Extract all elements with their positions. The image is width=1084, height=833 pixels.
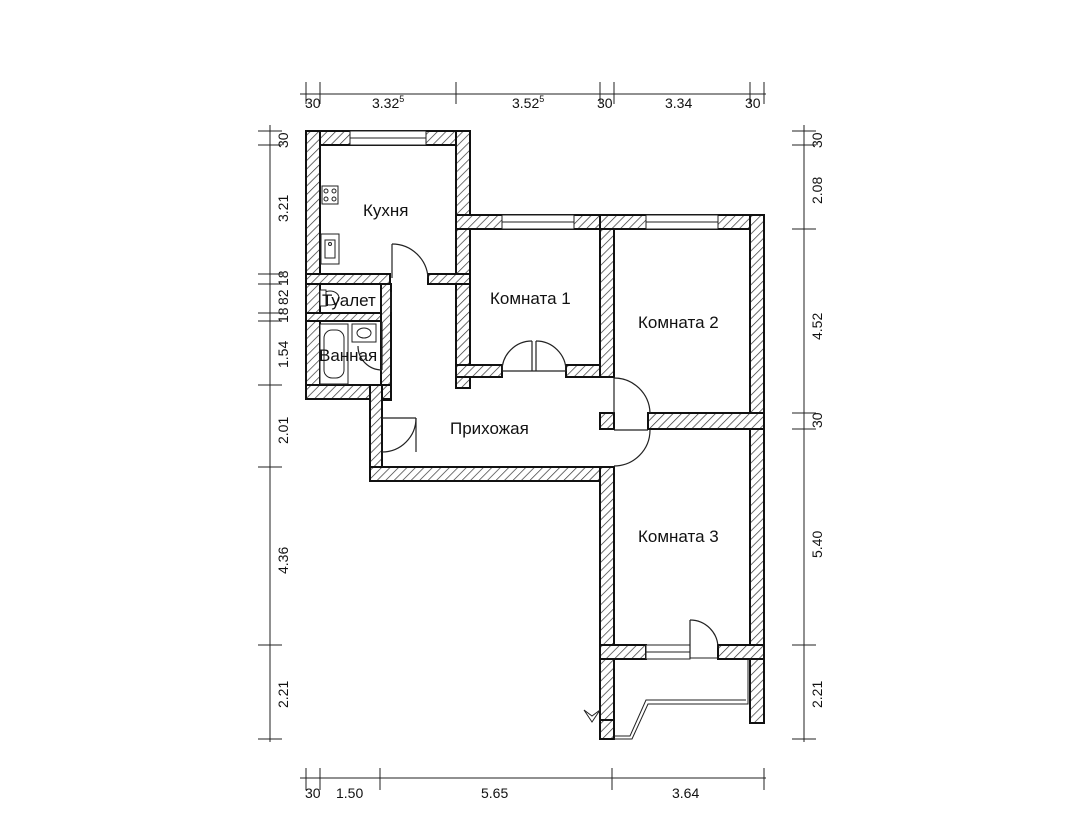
wall-room2-room3-divider-b [647,412,765,430]
dimensions-left: 30 3.21 18 82 18 1.54 2.01 4.36 2.21 [258,125,291,742]
svg-text:3.525: 3.525 [512,94,544,111]
dim-bottom-4: 3.64 [672,785,699,801]
dim-left-2: 3.21 [275,195,291,222]
dim-left-7: 2.01 [275,417,291,444]
balcony [583,660,749,740]
dim-left-5: 18 [275,307,291,323]
dim-top-2: 3.32 [372,95,399,111]
dim-bottom-1: 30 [305,785,321,801]
dim-left-9: 2.21 [275,681,291,708]
dim-top-6: 30 [745,95,761,111]
wall-room1-bottom-left [455,364,503,378]
wall-room3-left [599,466,615,740]
room-labels: Кухня Туалет Ванная Комната 1 Комната 2 … [319,201,719,546]
room-label-room3: Комната 3 [638,527,719,546]
wall-kitchen-left [305,130,321,400]
dim-right-1: 30 [809,132,825,148]
dimensions-top: 30 3.325 3.525 30 3.34 30 [300,82,766,111]
dim-bottom-2: 1.50 [336,785,363,801]
dim-left-3: 18 [275,270,291,286]
dim-top-5: 3.34 [665,95,692,111]
dim-right-3: 4.52 [809,313,825,340]
wall-room1-room2-divider [599,214,615,378]
dim-left-1: 30 [275,132,291,148]
dim-top-2-sup: 5 [399,94,404,104]
room-label-room1: Комната 1 [490,289,571,308]
walls [305,130,765,740]
wall-toilet-bath-divider [305,312,391,322]
dimensions-bottom: 30 1.50 5.65 3.64 [300,768,766,801]
dim-top-1: 30 [305,95,321,111]
dim-right-6: 2.21 [809,681,825,708]
room-label-toilet: Туалет [322,291,376,310]
wall-kitchen-bottom-right [427,273,471,285]
doors [357,243,719,659]
wall-room3-bottom-right [717,644,765,660]
dimensions-right: 30 2.08 4.52 30 5.40 2.21 [792,125,825,742]
fixtures [319,185,377,385]
dim-right-4: 30 [809,412,825,428]
wall-right-outer [749,214,765,724]
room-label-hallway: Прихожая [450,419,529,438]
wall-room1-left [455,283,471,389]
stove-icon [321,185,339,205]
wall-kitchen-right [455,130,471,276]
wall-room3-bottom-left [599,644,647,660]
svg-text:3.325: 3.325 [372,94,404,111]
dim-left-8: 4.36 [275,547,291,574]
dim-top-3: 3.52 [512,95,539,111]
dim-left-4: 82 [275,289,291,305]
dim-left-6: 1.54 [275,341,291,368]
dim-bottom-3: 5.65 [481,785,508,801]
room-label-room2: Комната 2 [638,313,719,332]
room-label-bathroom: Ванная [319,346,377,365]
wall-hall-bottom [369,466,615,482]
wall-room2-room3-divider-a [599,412,615,430]
room-label-kitchen: Кухня [363,201,409,220]
wall-kitchen-bottom-left [305,273,391,285]
dim-right-2: 2.08 [809,177,825,204]
dim-top-4: 30 [597,95,613,111]
dim-right-5: 5.40 [809,531,825,558]
dim-top-3-sup: 5 [539,94,544,104]
windows [349,130,719,660]
wall-balcony-stub [599,719,615,740]
